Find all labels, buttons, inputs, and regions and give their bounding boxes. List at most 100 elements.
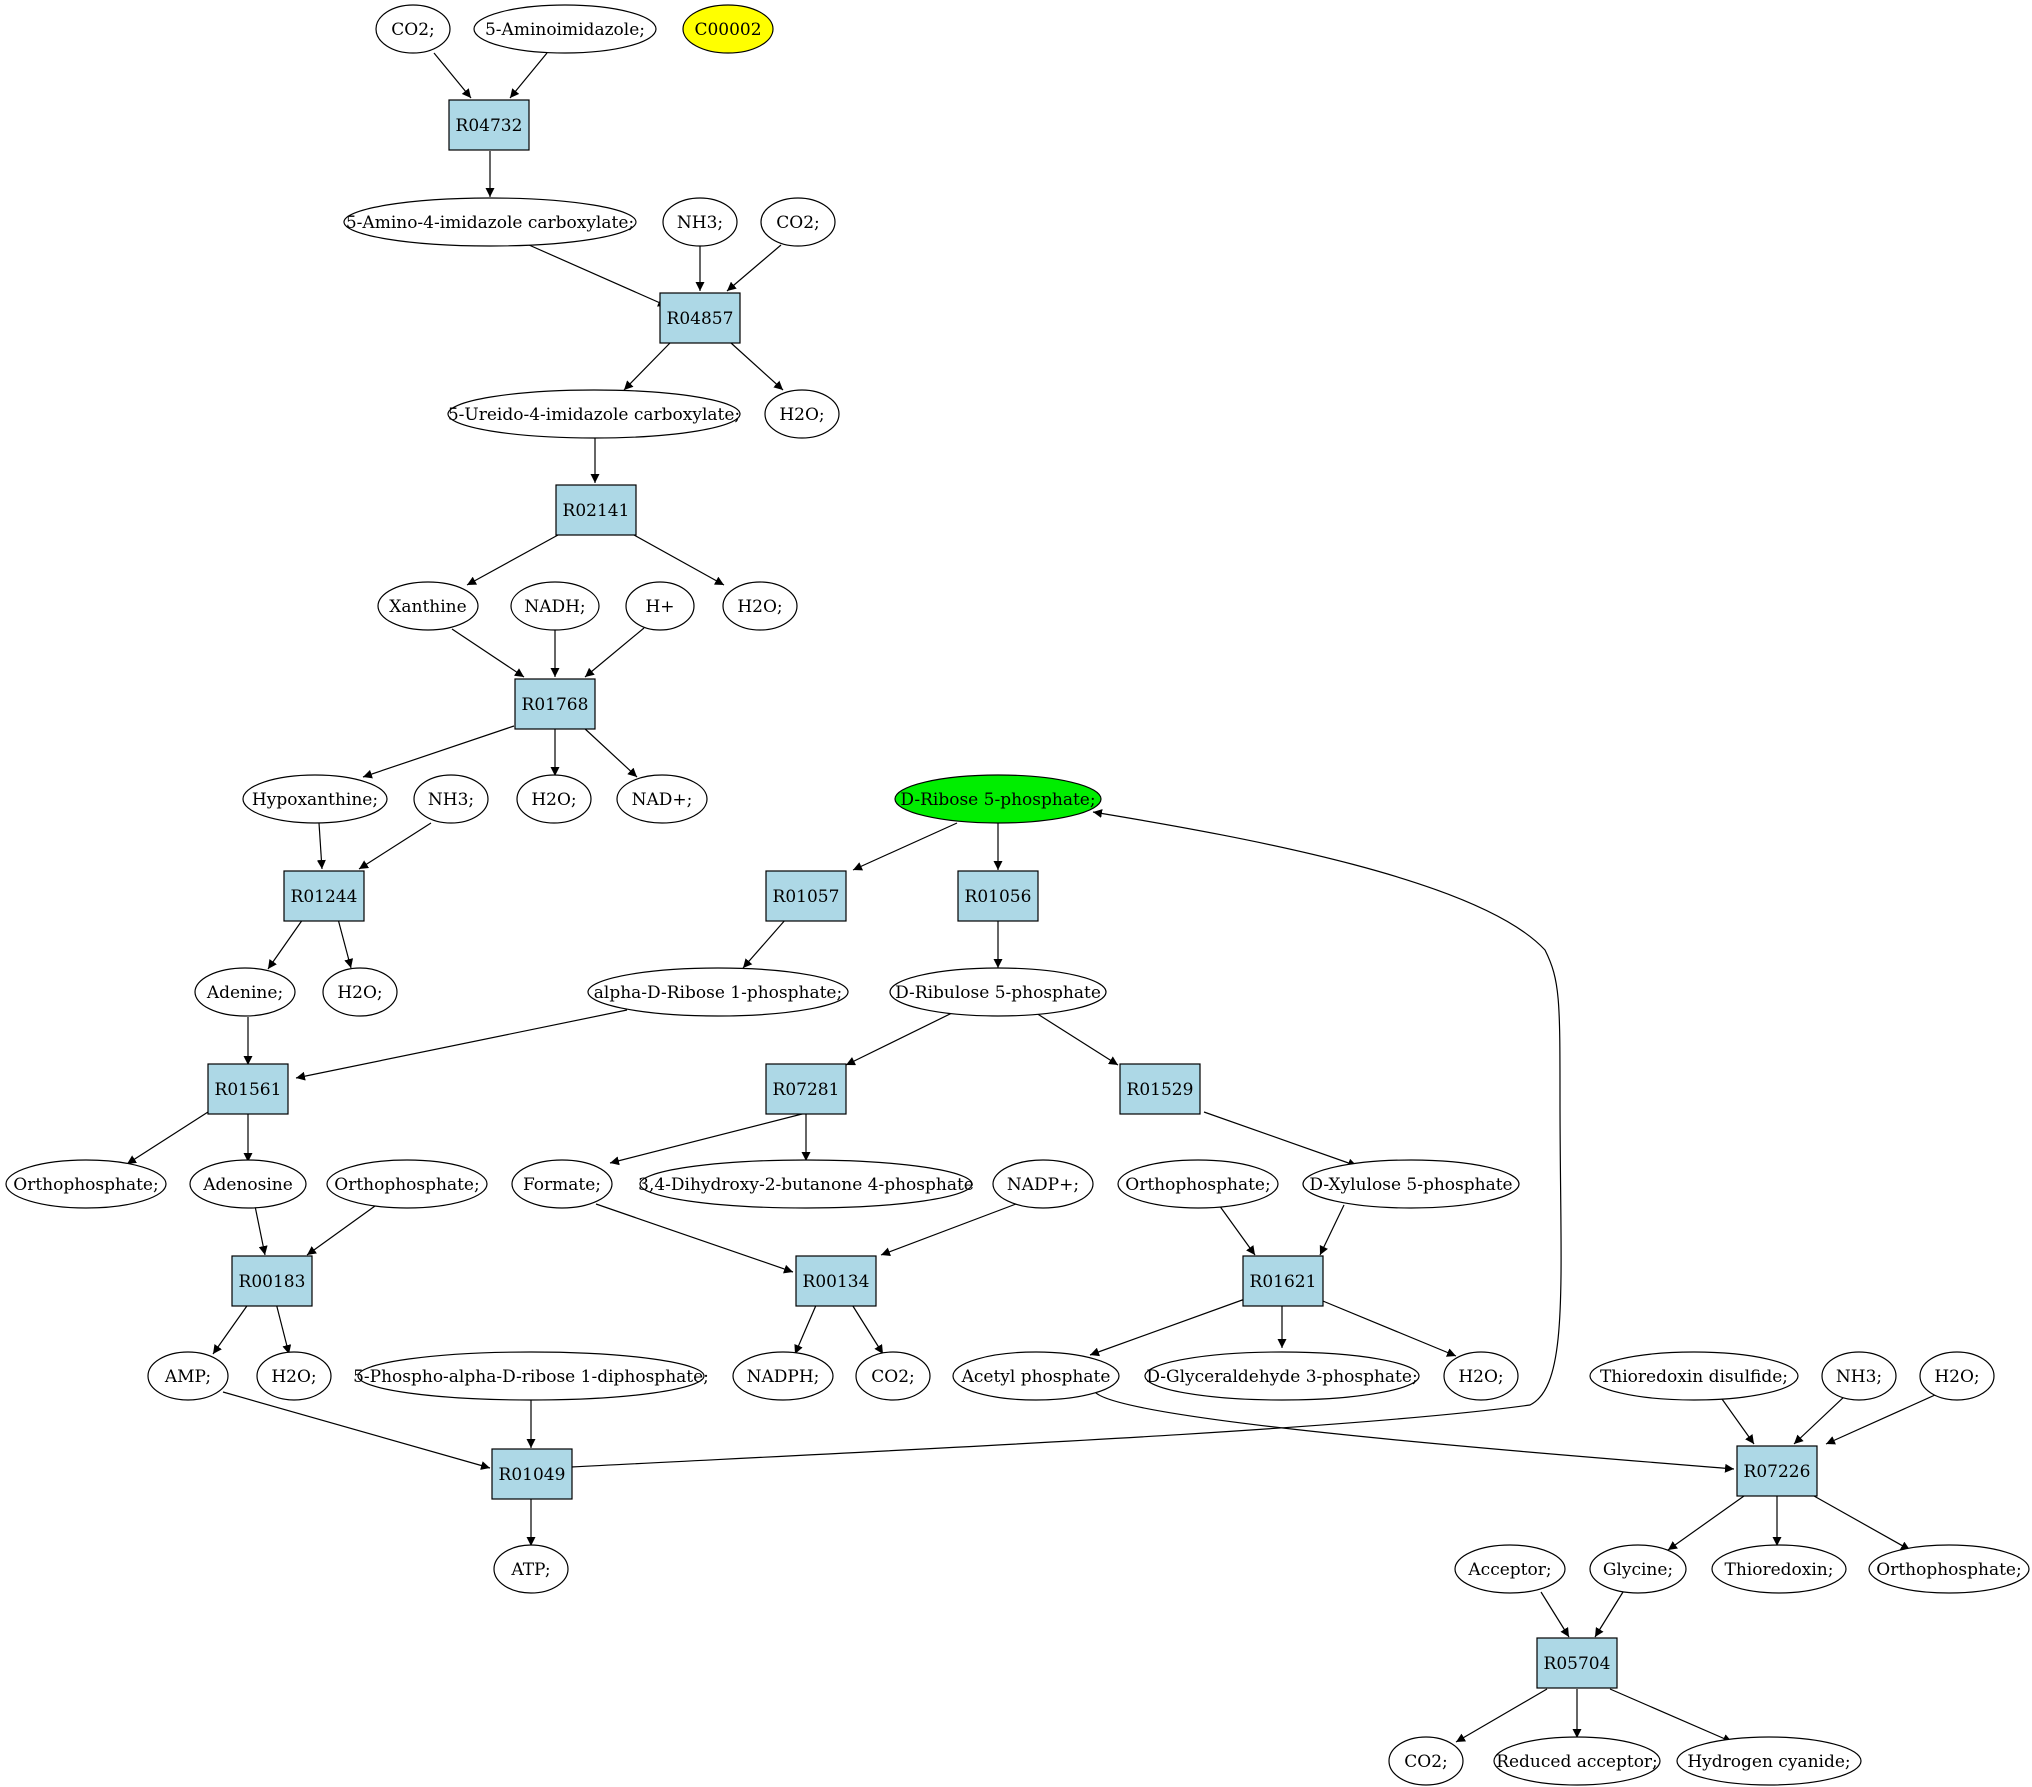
- reaction-node-r01621[interactable]: R01621: [1242, 1255, 1324, 1307]
- compound-node-formate[interactable]: Formate;: [511, 1159, 613, 1209]
- reaction-node-r01049[interactable]: R01049: [491, 1448, 573, 1500]
- compound-node-orthophosphate[interactable]: Orthophosphate;: [5, 1159, 167, 1209]
- reaction-node-r00134[interactable]: R00134: [795, 1255, 877, 1307]
- compound-node-adenine[interactable]: Adenine;: [194, 967, 296, 1017]
- reaction-node-r05704[interactable]: R05704: [1536, 1637, 1618, 1689]
- compound-node-adenosine[interactable]: Adenosine: [189, 1159, 307, 1209]
- compound-node-acceptor[interactable]: Acceptor;: [1454, 1544, 1566, 1594]
- edge: [306, 1205, 376, 1256]
- reaction-node-r01244[interactable]: R01244: [283, 870, 365, 922]
- compound-node-5-amino-4-imidazole-carboxylate[interactable]: 5-Amino-4-imidazole carboxylate;: [343, 197, 637, 247]
- compound-node-alpha-d-ribose-1-phosphate[interactable]: alpha-D-Ribose 1-phosphate;: [587, 967, 849, 1017]
- compound-node-5-phospho-alpha-d-ribose-1-diphosphate[interactable]: 5-Phospho-alpha-D-ribose 1-diphosphate;: [353, 1351, 709, 1401]
- edge: [852, 822, 958, 871]
- compound-label: NADPH;: [747, 1367, 820, 1387]
- edge: [609, 1112, 807, 1166]
- compound-node-5-aminoimidazole[interactable]: 5-Aminoimidazole;: [473, 4, 657, 54]
- reaction-node-r07281[interactable]: R07281: [765, 1063, 847, 1115]
- compound-node-h2o[interactable]: H2O;: [1919, 1351, 1995, 1401]
- compound-label: D-Glyceraldehyde 3-phosphate;: [1146, 1367, 1417, 1387]
- compound-node-orthophosphate[interactable]: Orthophosphate;: [1868, 1544, 2030, 1594]
- compound-label: D-Xylulose 5-phosphate: [1309, 1175, 1512, 1195]
- compound-label: C00002: [694, 20, 761, 40]
- compound-node-h2o[interactable]: H2O;: [516, 774, 592, 824]
- edge: [509, 52, 548, 99]
- compound-label: Adenosine: [202, 1175, 293, 1195]
- compound-label: NH3;: [677, 213, 723, 233]
- reaction-node-r07226[interactable]: R07226: [1736, 1445, 1818, 1497]
- compound-label: Hydrogen cyanide;: [1687, 1752, 1850, 1772]
- compound-node-thioredoxin[interactable]: Thioredoxin;: [1711, 1544, 1847, 1594]
- compound-node-orthophosphate[interactable]: Orthophosphate;: [326, 1159, 488, 1209]
- edge: [1793, 1394, 1847, 1445]
- edge: [1089, 1298, 1246, 1357]
- compound-label: ATP;: [510, 1560, 550, 1580]
- reaction-node-r04732[interactable]: R04732: [448, 99, 530, 151]
- compound-node-h-plus[interactable]: H+: [625, 581, 695, 631]
- compound-node-acetyl-phosphate[interactable]: Acetyl phosphate: [952, 1351, 1120, 1401]
- edge: [1716, 1391, 1755, 1445]
- compound-node-nadh[interactable]: NADH;: [510, 581, 600, 631]
- edge: [212, 1302, 250, 1355]
- compound-label: H2O;: [531, 790, 576, 810]
- compound-node-h2o[interactable]: H2O;: [256, 1351, 332, 1401]
- compound-node-nadp-plus[interactable]: NADP+;: [992, 1159, 1094, 1209]
- compound-node-reduced-acceptor[interactable]: Reduced acceptor;: [1493, 1736, 1661, 1786]
- compound-node-co2[interactable]: CO2;: [1388, 1736, 1464, 1786]
- compound-node-nh3[interactable]: NH3;: [413, 774, 489, 824]
- compound-label: H2O;: [271, 1367, 316, 1387]
- compound-node-d-xylulose-5-phosphate[interactable]: D-Xylulose 5-phosphate: [1302, 1159, 1520, 1209]
- reaction-node-r00183[interactable]: R00183: [231, 1255, 313, 1307]
- compound-node-glycine[interactable]: Glycine;: [1589, 1544, 1687, 1594]
- reaction-label: R00134: [803, 1272, 870, 1292]
- compound-node-hypoxanthine[interactable]: Hypoxanthine;: [242, 774, 388, 824]
- compound-node-nh3[interactable]: NH3;: [662, 197, 738, 247]
- reaction-node-r01561[interactable]: R01561: [207, 1063, 289, 1115]
- reaction-node-r02141[interactable]: R02141: [555, 484, 637, 536]
- edge: [1035, 1012, 1119, 1066]
- edge: [633, 534, 725, 586]
- compound-label: H2O;: [1934, 1367, 1979, 1387]
- edge: [1813, 1495, 1911, 1551]
- edge: [584, 627, 645, 678]
- reaction-node-r04857[interactable]: R04857: [659, 292, 741, 344]
- edge: [726, 244, 782, 292]
- compound-node-co2[interactable]: CO2;: [375, 4, 451, 54]
- reaction-label: R01621: [1250, 1272, 1317, 1292]
- compound-node-orthophosphate[interactable]: Orthophosphate;: [1117, 1159, 1279, 1209]
- compound-node-d-ribose-5-phosphate[interactable]: D-Ribose 5-phosphate;: [894, 774, 1102, 824]
- reaction-node-r01768[interactable]: R01768: [514, 678, 596, 730]
- compound-node-3-4-dihydroxy-2-butanone-4-phosphate[interactable]: 3,4-Dihydroxy-2-butanone 4-phosphate: [638, 1159, 974, 1209]
- compound-label: alpha-D-Ribose 1-phosphate;: [594, 983, 842, 1003]
- edge: [358, 822, 432, 870]
- compound-node-h2o[interactable]: H2O;: [1443, 1351, 1519, 1401]
- reaction-node-r01057[interactable]: R01057: [765, 870, 847, 922]
- reaction-node-r01056[interactable]: R01056: [957, 870, 1039, 922]
- compound-label: NADP+;: [1007, 1175, 1079, 1195]
- compound-node-h2o[interactable]: H2O;: [764, 389, 840, 439]
- compound-node-nh3[interactable]: NH3;: [1821, 1351, 1897, 1401]
- compound-node-hydrogen-cyanide[interactable]: Hydrogen cyanide;: [1676, 1736, 1862, 1786]
- compound-node-c00002[interactable]: C00002: [682, 4, 774, 54]
- compound-node-xanthine[interactable]: Xanthine: [377, 581, 479, 631]
- compound-node-h2o[interactable]: H2O;: [322, 967, 398, 1017]
- compound-label: Xanthine: [389, 597, 466, 617]
- edge: [1540, 1591, 1570, 1638]
- reaction-label: R04857: [667, 309, 734, 329]
- compound-node-5-ureido-4-imidazole-carboxylate[interactable]: 5-Ureido-4-imidazole carboxylate;: [447, 389, 741, 439]
- compound-node-atp[interactable]: ATP;: [493, 1544, 569, 1594]
- edge: [267, 918, 304, 970]
- compound-node-thioredoxin-disulfide[interactable]: Thioredoxin disulfide;: [1589, 1351, 1799, 1401]
- compound-label: CO2;: [776, 213, 820, 233]
- edge: [570, 809, 1562, 1468]
- compound-node-nad-plus[interactable]: NAD+;: [616, 774, 708, 824]
- reaction-node-r01529[interactable]: R01529: [1119, 1063, 1201, 1115]
- compound-node-nadph[interactable]: NADPH;: [732, 1351, 834, 1401]
- compound-node-co2[interactable]: CO2;: [855, 1351, 931, 1401]
- compound-node-h2o[interactable]: H2O;: [722, 581, 798, 631]
- compound-node-d-ribulose-5-phosphate[interactable]: D-Ribulose 5-phosphate: [889, 967, 1107, 1017]
- compound-node-amp[interactable]: AMP;: [147, 1351, 229, 1401]
- compound-node-d-glyceraldehyde-3-phosphate[interactable]: D-Glyceraldehyde 3-phosphate;: [1144, 1351, 1420, 1401]
- compound-node-co2[interactable]: CO2;: [760, 197, 836, 247]
- compound-label: Thioredoxin;: [1725, 1560, 1834, 1580]
